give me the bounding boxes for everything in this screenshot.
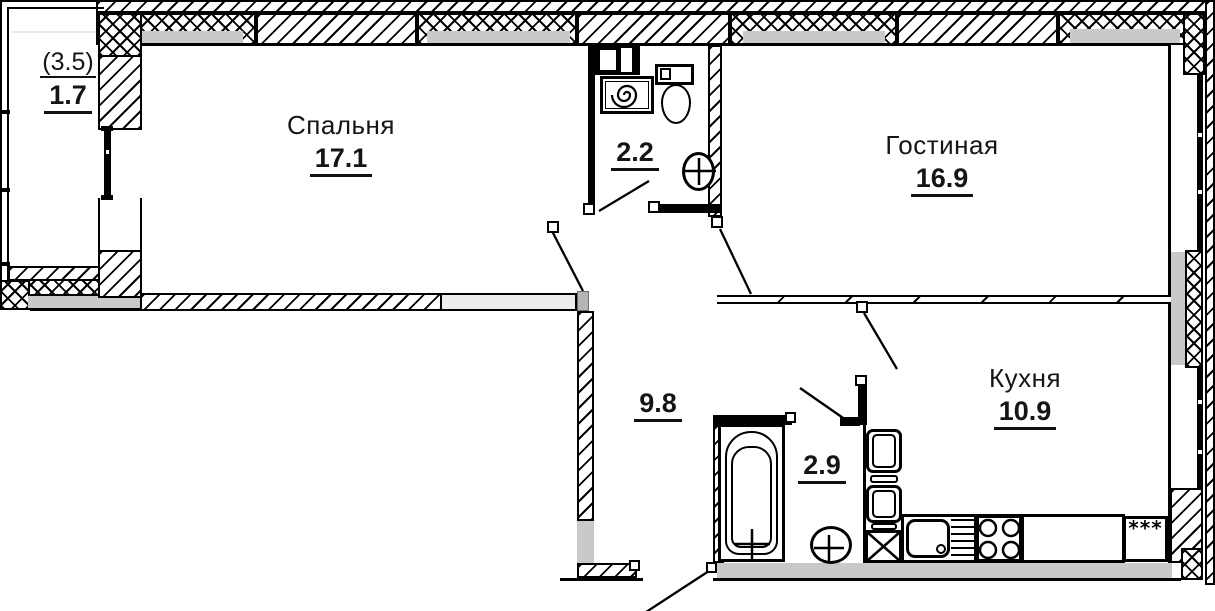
wall-outer-top-strip xyxy=(96,0,1215,13)
balcony-label: (3.5) 1.7 xyxy=(30,48,106,114)
kitchen-sink-drain xyxy=(926,544,946,558)
wall-foot xyxy=(840,417,860,426)
bedroom-door xyxy=(550,230,585,292)
hallway-left-wall xyxy=(577,311,594,521)
bedroom-bottom-wall xyxy=(140,293,442,311)
bathroom-label: 2.9 xyxy=(787,450,857,484)
shaft-cross xyxy=(866,531,901,562)
washing-machine-inner xyxy=(605,81,649,109)
living-kitchen-partition xyxy=(717,295,1171,304)
divider-wall xyxy=(98,55,142,130)
bathroom-door xyxy=(799,387,847,421)
wall-corner xyxy=(1183,13,1205,75)
stove-burners xyxy=(978,518,1021,560)
wall-corner xyxy=(1181,548,1203,580)
wall-segment xyxy=(897,13,1058,45)
balcony-bottom-wall xyxy=(8,279,110,296)
wall-line xyxy=(713,578,1181,581)
entry-wall-foot xyxy=(577,563,637,578)
hallway-area: 9.8 xyxy=(634,388,682,422)
entry-door xyxy=(645,568,713,611)
toilet-button xyxy=(660,68,671,80)
glazing-tick xyxy=(0,188,10,192)
wall-line xyxy=(30,308,142,311)
divider-gap xyxy=(98,198,142,252)
wall-pier xyxy=(1185,250,1203,368)
bottom-wall-gray xyxy=(717,563,1172,578)
window-sill xyxy=(427,31,570,43)
wc-door xyxy=(598,180,650,212)
window-sill xyxy=(1070,29,1180,43)
washer-spiral xyxy=(610,84,638,109)
wall-fill-gray xyxy=(28,296,140,308)
appliance-drawer xyxy=(871,523,897,530)
door-swings xyxy=(550,180,898,611)
bedroom-name: Спальня xyxy=(287,110,395,140)
living-label: Гостиная 16.9 xyxy=(877,130,1007,197)
wall-segment xyxy=(256,13,417,45)
hallway-left-wall-gray xyxy=(577,521,594,565)
kitchen-door xyxy=(863,312,898,370)
wall-fill-gray xyxy=(1171,252,1185,365)
drainboard xyxy=(951,519,974,559)
balcony-note: (3.5) xyxy=(40,48,96,78)
window-kitchen xyxy=(1197,368,1203,488)
hallway-label: 9.8 xyxy=(623,388,693,422)
kitchen-name: Кухня xyxy=(988,363,1062,393)
wall-line xyxy=(108,43,1171,46)
wc-bottom-wall xyxy=(653,204,722,213)
kitchen-label: Кухня 10.9 xyxy=(960,363,1090,430)
wc-sink-faucet xyxy=(683,158,716,185)
bathroom-sink xyxy=(810,526,852,564)
corner-block xyxy=(0,280,30,310)
bedroom-bottom-wall-light xyxy=(440,293,577,311)
wall-post xyxy=(577,291,589,311)
balcony-outline xyxy=(0,0,105,292)
toilet-bowl xyxy=(661,84,691,124)
glazing-tick xyxy=(0,262,10,266)
appliance-drawer xyxy=(870,475,898,483)
vent-shaft-opening xyxy=(621,48,632,72)
divider-wall xyxy=(98,13,142,57)
kitchen-hall-wall xyxy=(858,378,867,425)
bathroom-top-wall xyxy=(713,415,792,425)
bathroom-area: 2.9 xyxy=(798,450,846,484)
bathtub-faucet xyxy=(735,529,770,559)
bedroom-label: Спальня 17.1 xyxy=(276,110,406,177)
window-sill xyxy=(743,31,885,43)
appliance-unit-inner xyxy=(872,434,896,468)
bathroom-sink-faucet xyxy=(814,535,844,561)
divider-wall xyxy=(98,250,142,298)
living-door xyxy=(718,228,753,295)
wall-outer-right-strip xyxy=(1205,0,1215,585)
bathroom-right-wall xyxy=(863,425,866,563)
appliance-unit-inner xyxy=(872,490,896,518)
balcony-outline-inner xyxy=(7,7,104,292)
door-hinge-markers xyxy=(547,201,868,573)
wc-label: 2.2 xyxy=(600,137,670,171)
vent-shaft-opening xyxy=(600,50,616,70)
wc-left-wall xyxy=(588,45,595,207)
stove-marker: *** xyxy=(1128,516,1163,540)
kitchen-area: 10.9 xyxy=(993,396,1057,430)
marker-box: *** xyxy=(1123,516,1168,562)
window-sill xyxy=(128,31,243,43)
glazing-tick xyxy=(0,110,10,114)
window-living xyxy=(1197,75,1203,252)
living-name: Гостиная xyxy=(885,130,999,160)
window-caps xyxy=(101,126,113,200)
living-area: 16.9 xyxy=(910,163,974,197)
balcony-window xyxy=(104,130,111,198)
balcony-area: 1.7 xyxy=(44,80,92,114)
balcony-glazing-line xyxy=(12,31,96,33)
wc-area: 2.2 xyxy=(611,137,659,171)
wall-line xyxy=(560,578,643,581)
bedroom-area: 17.1 xyxy=(309,143,373,177)
window-dots xyxy=(106,133,1202,454)
